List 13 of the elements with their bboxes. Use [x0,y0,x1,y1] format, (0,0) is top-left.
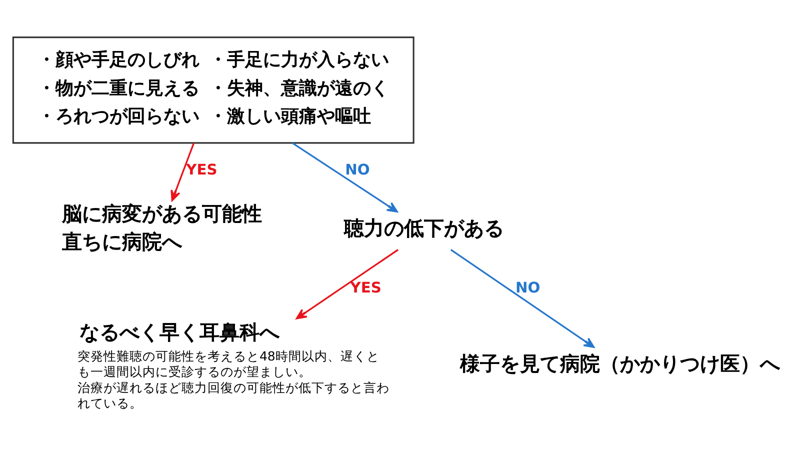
node-text: なるべく早く耳鼻科へ 突発性難聴の可能性を考えると48時間以内、遅くとも一週間以内に受診するのが望ましい。 治療が遅れるほど聴力回復の可能性が低下すると言われている。 [76,320,389,410]
edge-label: YES [186,160,217,178]
arrow [450,248,594,348]
node-text: 脳に病変がある可能性 直ちに病院へ [61,202,262,254]
node-text: 様子を見て病院（かかりつけ医）へ [460,352,780,375]
node-text: 聴力の低下がある [344,216,504,240]
arrow [295,248,398,319]
edge-label: YES [350,279,381,296]
arrow [170,142,194,201]
edge-label: NO [514,279,540,296]
arrow [291,142,398,212]
edge-label: NO [344,160,370,178]
node-box: ・顔や手足のしびれ ・手足に力が入らない ・物が二重に見える ・失神、意識が遠のく ・ろれつが回らない ・激しい頭痛や嘔吐 [12,36,414,144]
